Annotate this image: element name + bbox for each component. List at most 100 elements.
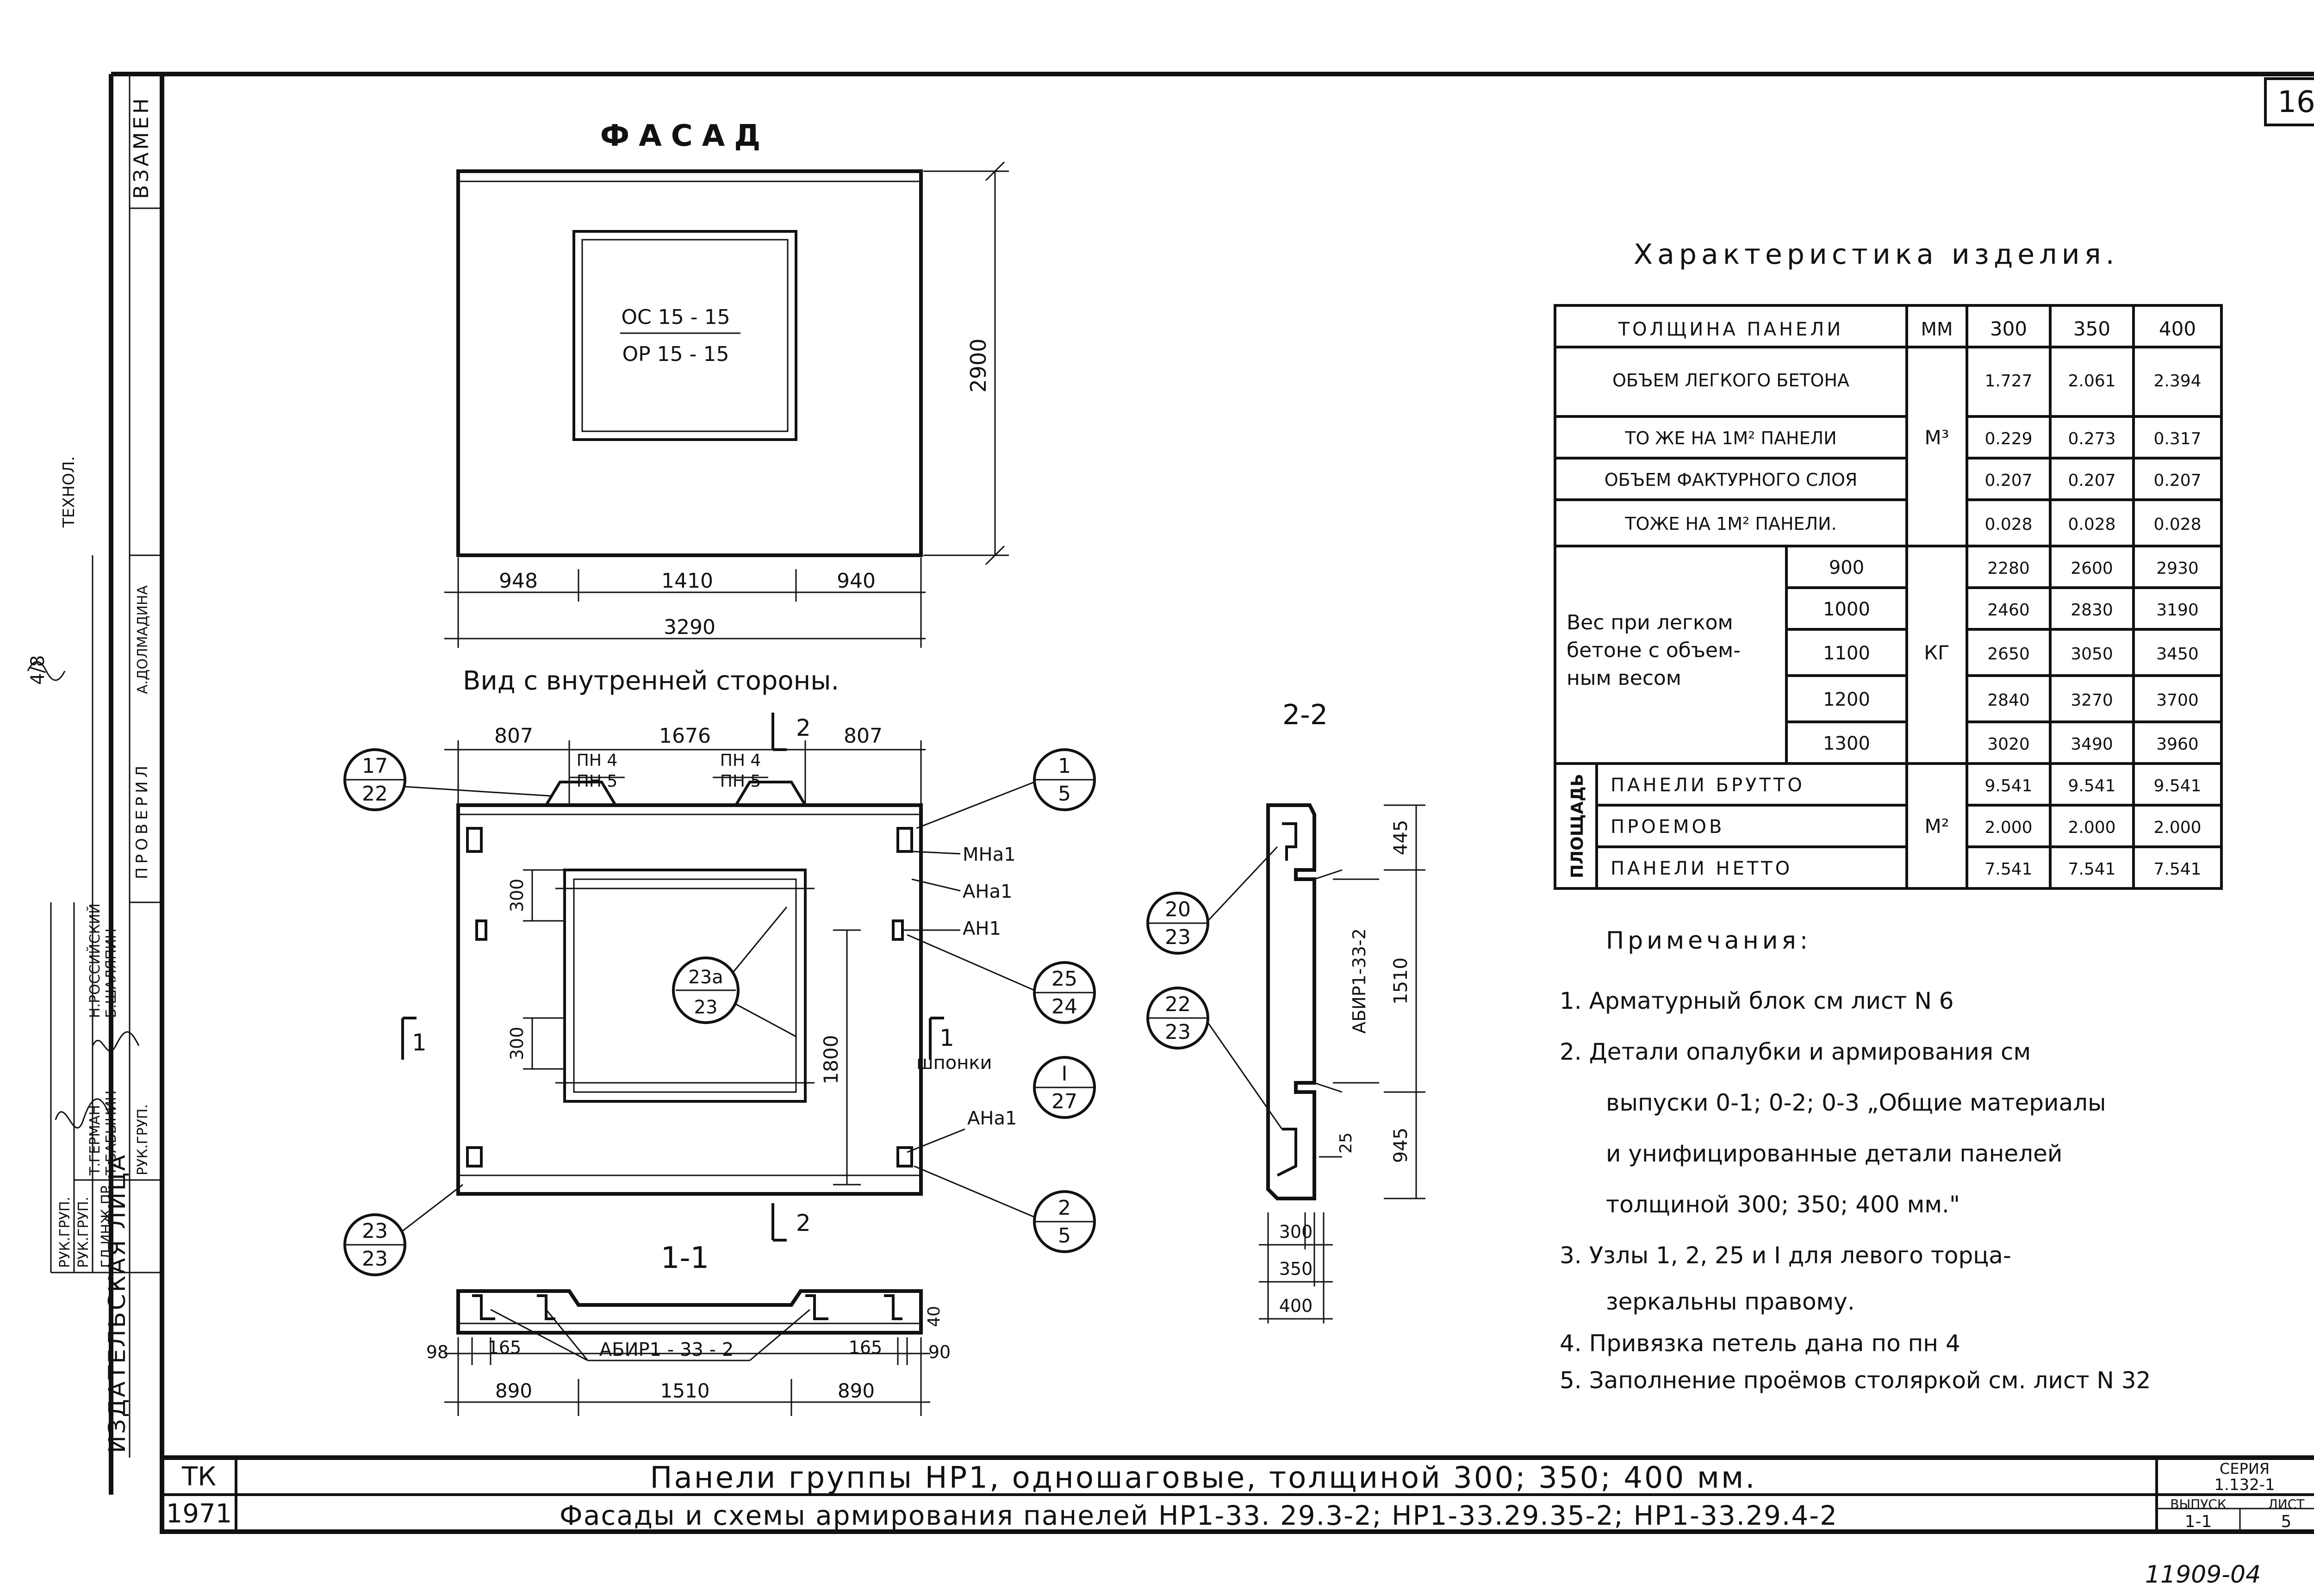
- tb-year: 1971: [166, 1499, 232, 1529]
- table-kg-3-2: 3700: [2156, 691, 2199, 710]
- section22-dim-350: 350: [1279, 1259, 1313, 1279]
- interior-window: [563, 869, 807, 1103]
- table-kg-4-0: 3020: [1987, 735, 2030, 754]
- section22-dim-400: 400: [1279, 1296, 1313, 1316]
- facade-dim-right: 940: [837, 569, 876, 593]
- interior-panel: [456, 803, 923, 1196]
- side-name-0: Б.ШАЛЯПИН: [103, 928, 119, 1018]
- table-kg-2-0: 2650: [1987, 645, 2030, 664]
- table-m2-1-0: 2.000: [1984, 818, 2032, 837]
- side-stamp-bottom: ИЗДАТЕЛЬСКАЯ ЛИЦА: [104, 1153, 131, 1453]
- facade-dim-mid: 1410: [661, 569, 713, 593]
- table-unit-kg: КГ: [1924, 641, 1949, 664]
- table-m3-1-1: 0.273: [2068, 429, 2115, 448]
- table-m3-1-2: 0.317: [2153, 429, 2201, 448]
- side-stamp: ВЗАМЕН ИЗДАТЕЛЬСКАЯ ЛИЦА ТЕХНОЛ. 4/8 ПРО…: [27, 74, 162, 1458]
- interior-dim-1800: 1800: [820, 1035, 842, 1085]
- title-block: ТК 1971 Панели группы НР1, однoшаговые, …: [166, 1460, 2305, 1531]
- node-I-27: I 27: [1033, 1056, 1096, 1119]
- node-23-23: 23 23: [343, 1184, 463, 1276]
- table-m3-2-0: 0.207: [1984, 471, 2032, 490]
- table-m2-2-1: 7.541: [2068, 860, 2115, 879]
- section22-dim-1510: 1510: [1390, 957, 1412, 1005]
- sheet-frame: [109, 72, 2314, 1534]
- table-kg-3-0: 2840: [1987, 691, 2030, 710]
- interior-dim-mid: 1676: [659, 724, 711, 748]
- table-m2-label-2: ПАНЕЛИ НЕТТО: [1611, 858, 1792, 879]
- table-kg-0-2: 2930: [2156, 559, 2199, 578]
- section22-dim-945: 945: [1390, 1128, 1412, 1163]
- facade-dim-total: 3290: [664, 615, 715, 639]
- node-2-bottom: 5: [1058, 1224, 1071, 1248]
- table-m3-1-0: 0.229: [1984, 429, 2032, 448]
- table-weight-label-2: бетоне с объем-: [1567, 639, 1741, 662]
- node-17-22: 17 22: [343, 748, 551, 811]
- section22-dim-300: 300: [1279, 1222, 1313, 1242]
- side-name-2: Т.БАБЫНИН: [103, 1090, 119, 1176]
- section11-dim-165b: 165: [849, 1337, 883, 1358]
- table-m2-0-0: 9.541: [1984, 776, 2032, 795]
- section11-dim-90: 90: [928, 1342, 951, 1362]
- interior-label-an: АН1: [963, 918, 1001, 939]
- table-header-c3: 400: [2159, 317, 2196, 340]
- notes-line-2: выпуски 0-1; 0-2; 0-3 „Общие материалы: [1606, 1089, 2106, 1116]
- tb-issue-value: 1-1: [2185, 1512, 2212, 1531]
- node-I-bottom: 27: [1051, 1090, 1077, 1113]
- table-m2-0-2: 9.541: [2153, 776, 2201, 795]
- node-1-5: 1 5: [916, 748, 1096, 829]
- node-22-top: 22: [1165, 993, 1191, 1016]
- table-unit-m2: М²: [1924, 815, 1949, 838]
- interior-loop-1: ПН 4: [577, 751, 618, 770]
- table-kg-d-4: 1300: [1823, 733, 1870, 754]
- notes-line-3: и унифицированные детали панелей: [1606, 1140, 2062, 1167]
- interior-loop-2b: ПН 5: [720, 772, 761, 791]
- side-header-2: ГЛ.ИНЖ.ПР.: [99, 1181, 115, 1268]
- table-weight-label-3: ным весом: [1567, 666, 1681, 690]
- table-kg-0-0: 2280: [1987, 559, 2030, 578]
- table-m3-2-2: 0.207: [2153, 471, 2201, 490]
- facade-panel: [456, 169, 923, 557]
- tb-sheet-label: ЛИСТ: [2268, 1497, 2305, 1512]
- table-m3-label-0: ОБЪЕМ ЛЕГКОГО БЕТОНА: [1612, 370, 1849, 391]
- side-note: ТЕХНОЛ.: [60, 456, 78, 528]
- section-2-2: 2-2 АБИР1-33-2 445 1510 945 25 300 350 4…: [1146, 699, 1425, 1323]
- notes-line-4: толщиной 300; 350; 400 мм.": [1606, 1191, 1960, 1218]
- facade-window-label-2: ОР 15 - 15: [622, 342, 729, 366]
- node-22-bottom: 23: [1165, 1020, 1191, 1044]
- table-m3-3-1: 0.028: [2068, 515, 2115, 534]
- facade-view: ФАСАД ОС 15 - 15 ОР 15 - 15 2900 948 141…: [444, 119, 1009, 648]
- table-kg-2-2: 3450: [2156, 645, 2199, 664]
- table-kg-2-1: 3050: [2071, 645, 2113, 664]
- node-25-24: 25 24: [907, 934, 1096, 1024]
- notes-line-0: 1. Арматурный блок см лист N 6: [1560, 987, 1954, 1014]
- sheet-code: 11909-04: [2145, 1561, 2261, 1589]
- node-23-top: 23: [362, 1219, 388, 1243]
- facade-window: [572, 230, 797, 441]
- table-kg-4-1: 3490: [2071, 735, 2113, 754]
- facade-dim-left: 948: [499, 569, 538, 593]
- interior-section-2-bottom: 2: [796, 1210, 811, 1236]
- tb-line1: Панели группы НР1, однoшаговые, толщиной…: [650, 1461, 1756, 1495]
- node-20-23: 20 23: [1146, 846, 1278, 955]
- section22-dim-445: 445: [1390, 820, 1412, 855]
- side-name-4: А.ДОЛМАДИНА: [135, 585, 151, 694]
- table-m2-1-1: 2.000: [2068, 818, 2115, 837]
- node-23-bottom: 23: [362, 1247, 388, 1271]
- section22-dim-25: 25: [1337, 1132, 1356, 1154]
- page-number: 16: [2277, 85, 2314, 119]
- table-m3-label-3: ТОЖЕ НА 1М² ПАНЕЛИ.: [1624, 514, 1836, 534]
- section22-title: 2-2: [1282, 699, 1328, 731]
- table-m3-2-1: 0.207: [2068, 471, 2115, 490]
- interior-label-shponki: шпонки: [916, 1052, 992, 1074]
- side-stamp-top: ВЗАМЕН: [130, 96, 153, 199]
- interior-title: Вид с внутренней стороны.: [463, 666, 839, 696]
- tb-sheet-value: 5: [2281, 1512, 2292, 1531]
- interior-label-an1: АНа1: [963, 881, 1012, 902]
- node-2-5: 2 5: [914, 1165, 1096, 1253]
- table-m2-label-0: ПАНЕЛИ БРУТТО: [1611, 775, 1805, 796]
- section11-dim-1510: 1510: [660, 1379, 710, 1402]
- interior-section-2-top: 2: [796, 714, 811, 741]
- interior-loop-2: ПН 4: [720, 751, 761, 770]
- tb-line2: Фасады и схемы армирования панелей НР1-3…: [560, 1500, 1838, 1531]
- node-1-bottom: 5: [1058, 782, 1071, 806]
